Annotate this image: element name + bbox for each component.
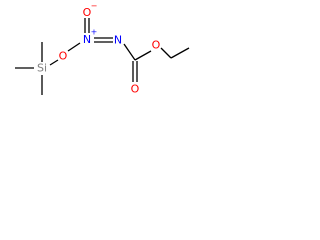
bond-si-o: [49, 59, 59, 66]
atom-n-oxide-symbol: N: [83, 33, 91, 46]
atom-o-ester: O: [152, 39, 161, 52]
atom-o-oxide-charge: −: [91, 2, 98, 11]
bond-ch2-ch3: [170, 47, 190, 59]
bond-c-o-ester: [134, 50, 152, 61]
bond-o-ch2: [160, 47, 172, 59]
atom-n-oxide: N: [83, 33, 91, 46]
atom-o-ether-si: O: [59, 50, 68, 63]
bond-n-c: [123, 43, 136, 61]
atom-o-oxide-symbol: O: [83, 6, 92, 19]
atom-n-oxide-charge: +: [91, 28, 98, 37]
atom-layer: Si O N + O − N O O: [37, 2, 161, 96]
atom-o-oxide: O: [83, 6, 92, 19]
atom-n-azo: N: [114, 34, 122, 47]
molecule-structure: Si O N + O − N O O: [15, 2, 190, 96]
atom-o-carbonyl: O: [131, 83, 140, 96]
atom-si: Si: [37, 62, 47, 75]
bond-o-n-oxide: [67, 42, 81, 52]
bond-layer: [15, 18, 190, 95]
